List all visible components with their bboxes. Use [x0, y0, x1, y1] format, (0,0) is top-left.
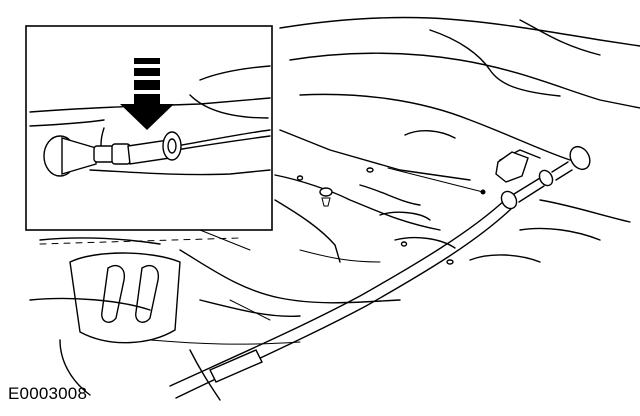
parking-brake-cable [169, 145, 591, 399]
down-arrow-icon [120, 58, 174, 130]
vehicle-underbody-panel [29, 16, 640, 401]
figure-reference-code: E0003008 [8, 384, 88, 403]
